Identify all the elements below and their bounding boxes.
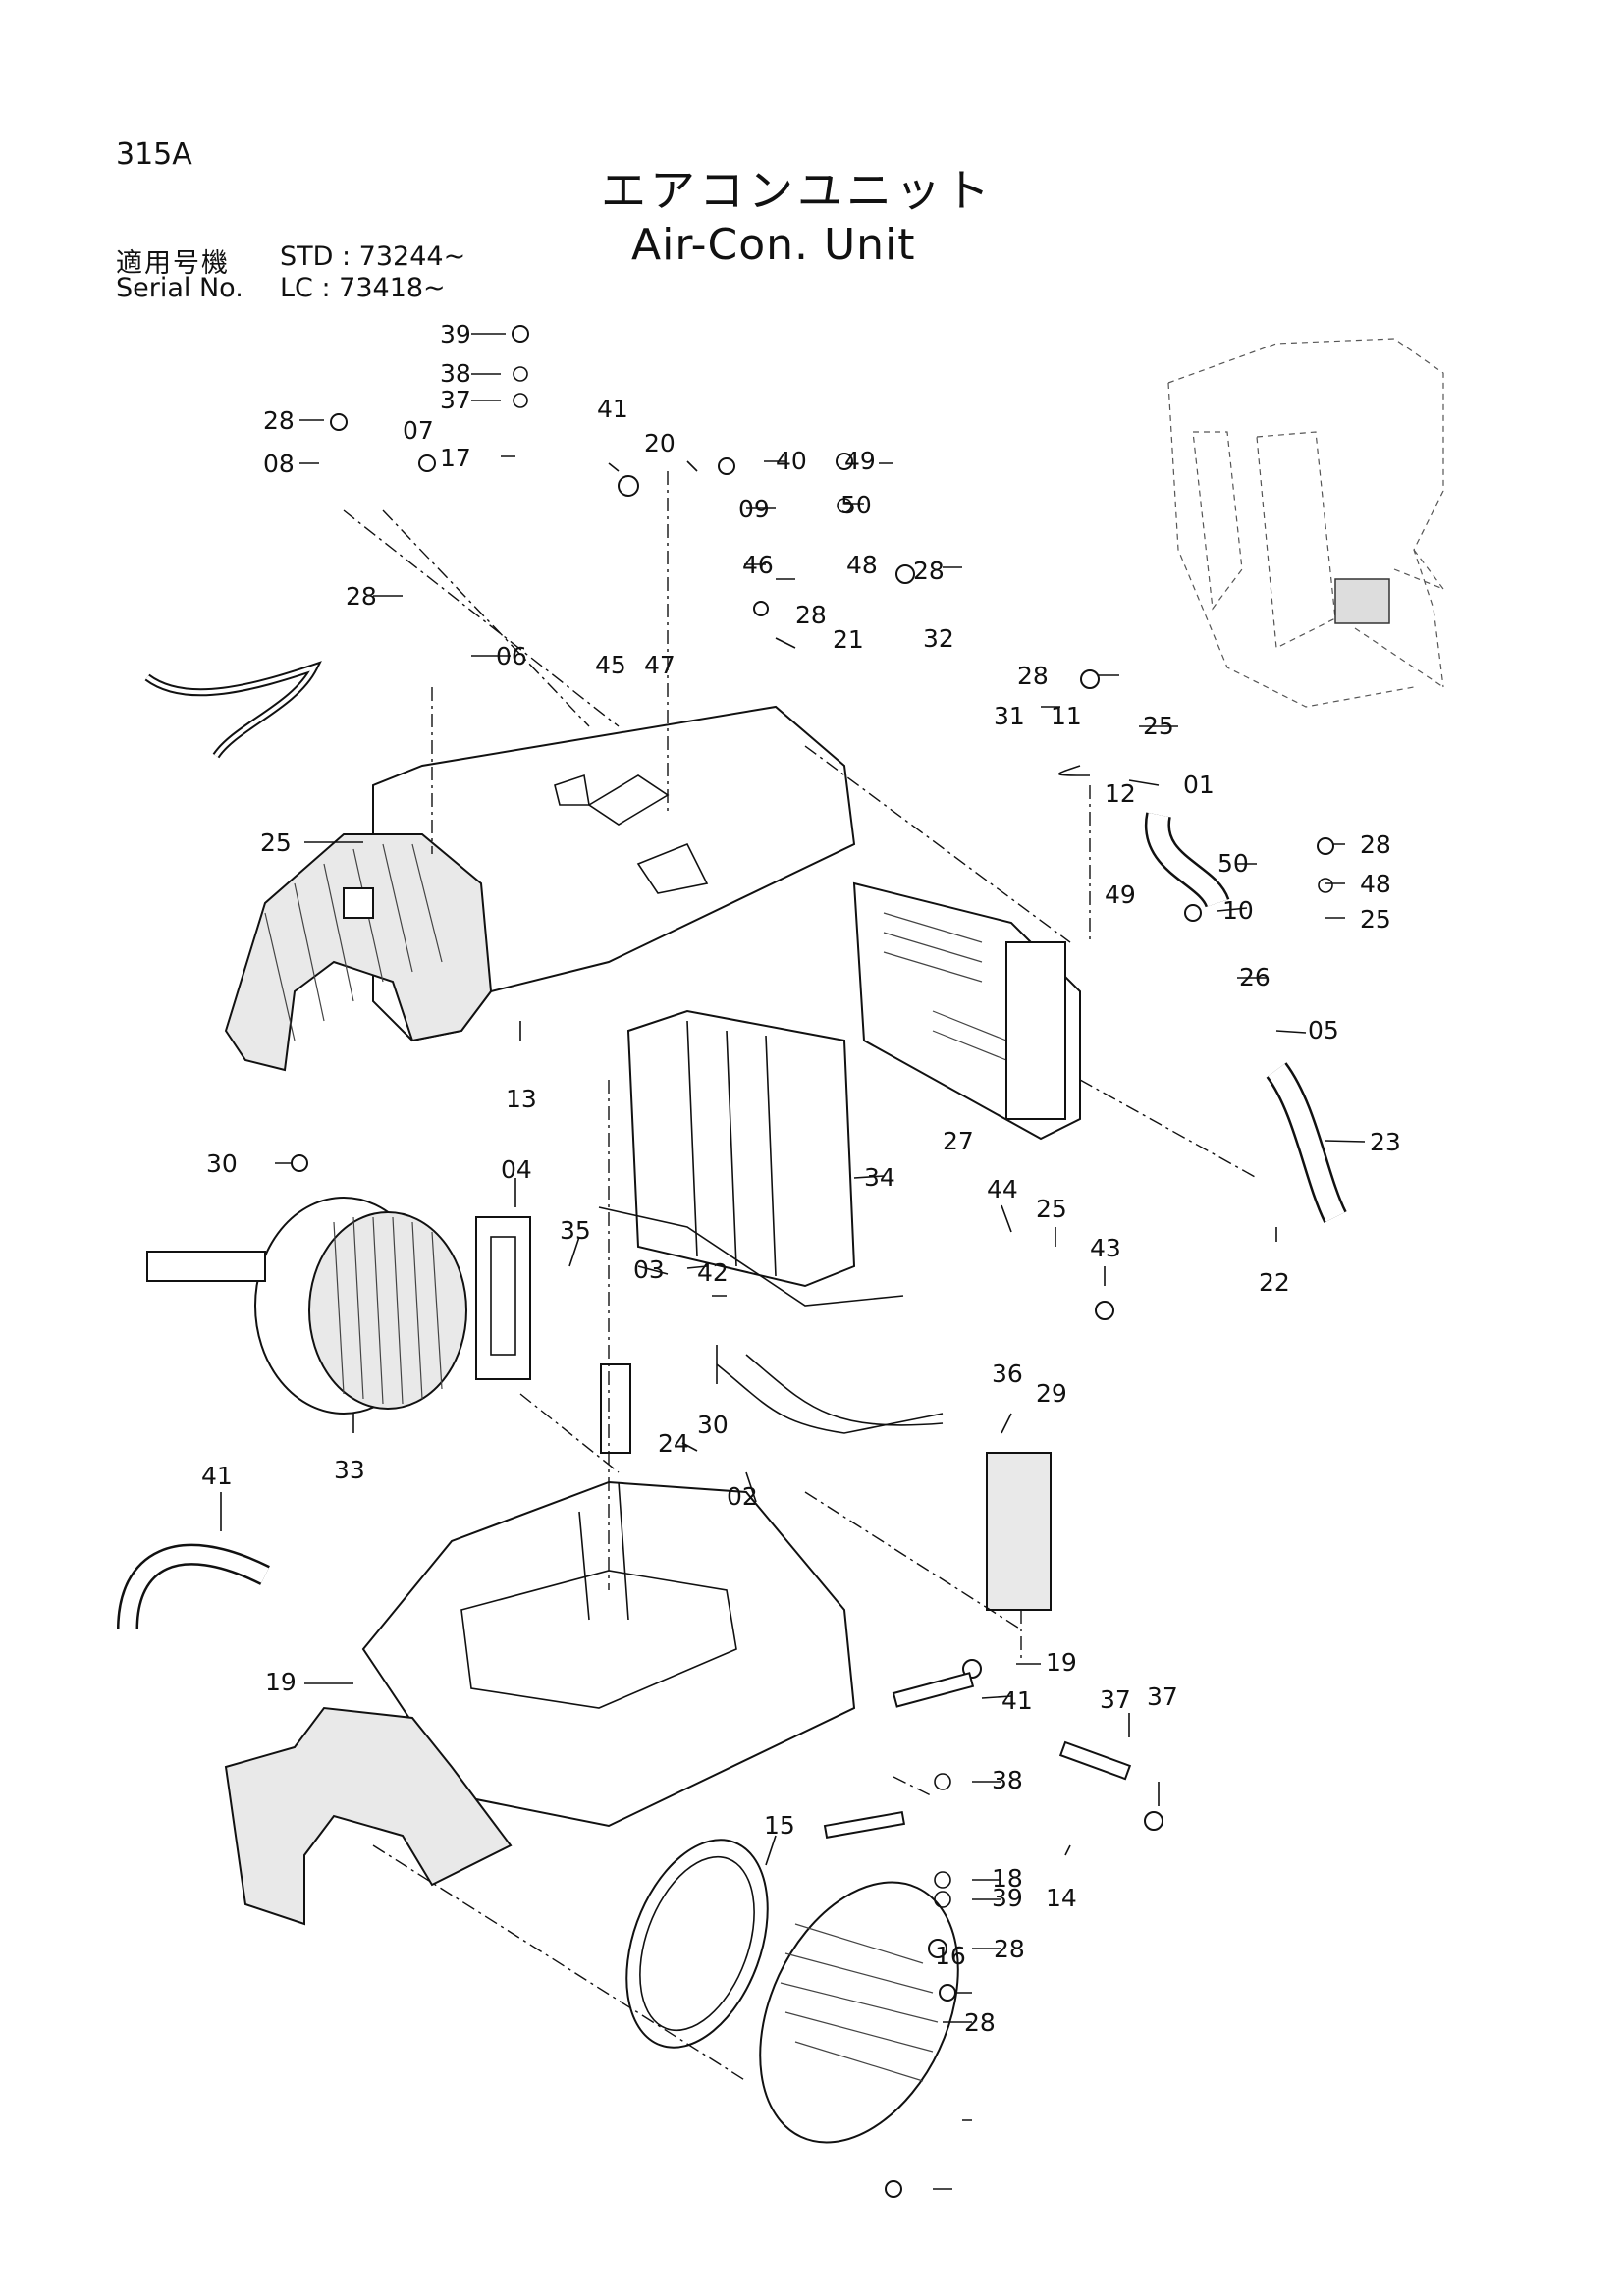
callout-number: 39 <box>992 1884 1023 1912</box>
callout-number: 04 <box>501 1155 532 1184</box>
callout-number: 49 <box>1105 881 1136 909</box>
callout-number: 49 <box>844 447 876 475</box>
callout-number: 30 <box>206 1149 238 1178</box>
callout-number: 22 <box>1259 1268 1290 1297</box>
callout-number: 27 <box>943 1127 974 1155</box>
callout-number: 11 <box>1051 702 1082 730</box>
callout-number: 42 <box>697 1258 729 1287</box>
callout-number: 14 <box>1046 1884 1077 1912</box>
page-title-japanese: エアコンユニット <box>601 164 994 217</box>
callout-number: 12 <box>1105 779 1136 808</box>
callout-number: 19 <box>1046 1648 1077 1677</box>
callout-number: 50 <box>1217 849 1249 878</box>
callout-number: 25 <box>1143 712 1174 740</box>
callout-number: 24 <box>658 1429 689 1458</box>
callout-number: 31 <box>994 702 1025 730</box>
callout-number: 41 <box>201 1462 233 1490</box>
heater-core-drawing <box>852 881 1081 1141</box>
callout-number: 03 <box>633 1255 665 1284</box>
cab-outline-drawing <box>1167 338 1444 708</box>
callout-number: 28 <box>346 582 377 611</box>
callout-number: 37 <box>440 386 471 414</box>
callout-number: 17 <box>440 444 471 472</box>
callout-number: 18 <box>992 1864 1023 1893</box>
page-title: Air-Con. Unit <box>631 220 916 270</box>
callout-number: 48 <box>1360 870 1391 898</box>
blower-motor-drawing <box>146 1197 467 1415</box>
callout-number: 41 <box>1001 1686 1033 1715</box>
callout-number: 20 <box>644 429 676 457</box>
callout-number: 19 <box>265 1668 297 1696</box>
callout-number: 48 <box>846 551 878 579</box>
callout-number: 35 <box>560 1216 591 1245</box>
callout-number: 01 <box>1183 771 1215 799</box>
callout-number: 23 <box>1370 1128 1401 1156</box>
callout-number: 28 <box>1360 830 1391 859</box>
callout-number: 26 <box>1239 963 1271 991</box>
callout-number: 08 <box>263 450 295 478</box>
callout-number: 28 <box>1017 662 1049 690</box>
callout-number: 39 <box>440 320 471 348</box>
callout-number: 37 <box>1147 1682 1178 1711</box>
applicable-lc-serial: LC : 73418~ <box>280 273 446 303</box>
callout-number: 15 <box>764 1811 795 1840</box>
callout-number: 43 <box>1090 1234 1121 1262</box>
callout-number: 16 <box>935 1942 966 1970</box>
callout-number: 46 <box>742 551 774 579</box>
callout-number: 28 <box>795 601 827 629</box>
callout-number: 50 <box>840 491 872 519</box>
callout-number: 28 <box>263 406 295 435</box>
hardware-icons <box>291 325 1334 2198</box>
callout-number: 21 <box>833 625 864 654</box>
callout-number: 41 <box>597 395 628 423</box>
callout-number: 28 <box>994 1935 1025 1963</box>
callout-number: 36 <box>992 1360 1023 1388</box>
callout-leaders <box>220 333 1366 2190</box>
callout-number: 40 <box>776 447 807 475</box>
applicable-label-japanese: 適用号機 <box>116 248 230 279</box>
callout-number: 37 <box>1100 1685 1131 1714</box>
callout-number: 47 <box>644 651 676 679</box>
callout-number: 28 <box>913 557 945 585</box>
lower-case-drawing <box>224 1480 856 1926</box>
cover-ring-drawing <box>625 1839 959 2144</box>
callout-number: 10 <box>1222 896 1254 925</box>
callout-number: 45 <box>595 651 626 679</box>
callout-number: 25 <box>1360 905 1391 934</box>
callout-number: 25 <box>260 828 292 857</box>
callout-number: 29 <box>1036 1379 1067 1408</box>
callout-number: 32 <box>923 624 954 653</box>
callout-number: 38 <box>992 1766 1023 1794</box>
evaporator-drawing <box>598 1009 904 1307</box>
serial-no-label: Serial No. <box>116 273 243 303</box>
hose-drawing <box>117 661 1347 1630</box>
page-code: 315A <box>116 137 192 172</box>
callout-number: 02 <box>727 1482 758 1511</box>
callout-number: 34 <box>864 1163 895 1192</box>
callout-number: 44 <box>987 1175 1018 1203</box>
callout-number: 33 <box>334 1456 365 1484</box>
assembly-leader-lines <box>343 471 1258 2082</box>
upper-case-drawing <box>224 705 856 1072</box>
applicable-std-serial: STD : 73244~ <box>280 241 466 272</box>
callout-number: 06 <box>496 642 527 670</box>
callout-number: 05 <box>1308 1016 1339 1044</box>
callout-number: 38 <box>440 359 471 388</box>
filter-drawing <box>475 1216 1052 1611</box>
callout-number: 13 <box>506 1085 537 1113</box>
callout-number: 28 <box>964 2008 996 2037</box>
callout-number: 07 <box>403 416 434 445</box>
callout-number: 25 <box>1036 1195 1067 1223</box>
callout-number: 30 <box>697 1411 729 1439</box>
callout-number: 09 <box>738 495 770 523</box>
